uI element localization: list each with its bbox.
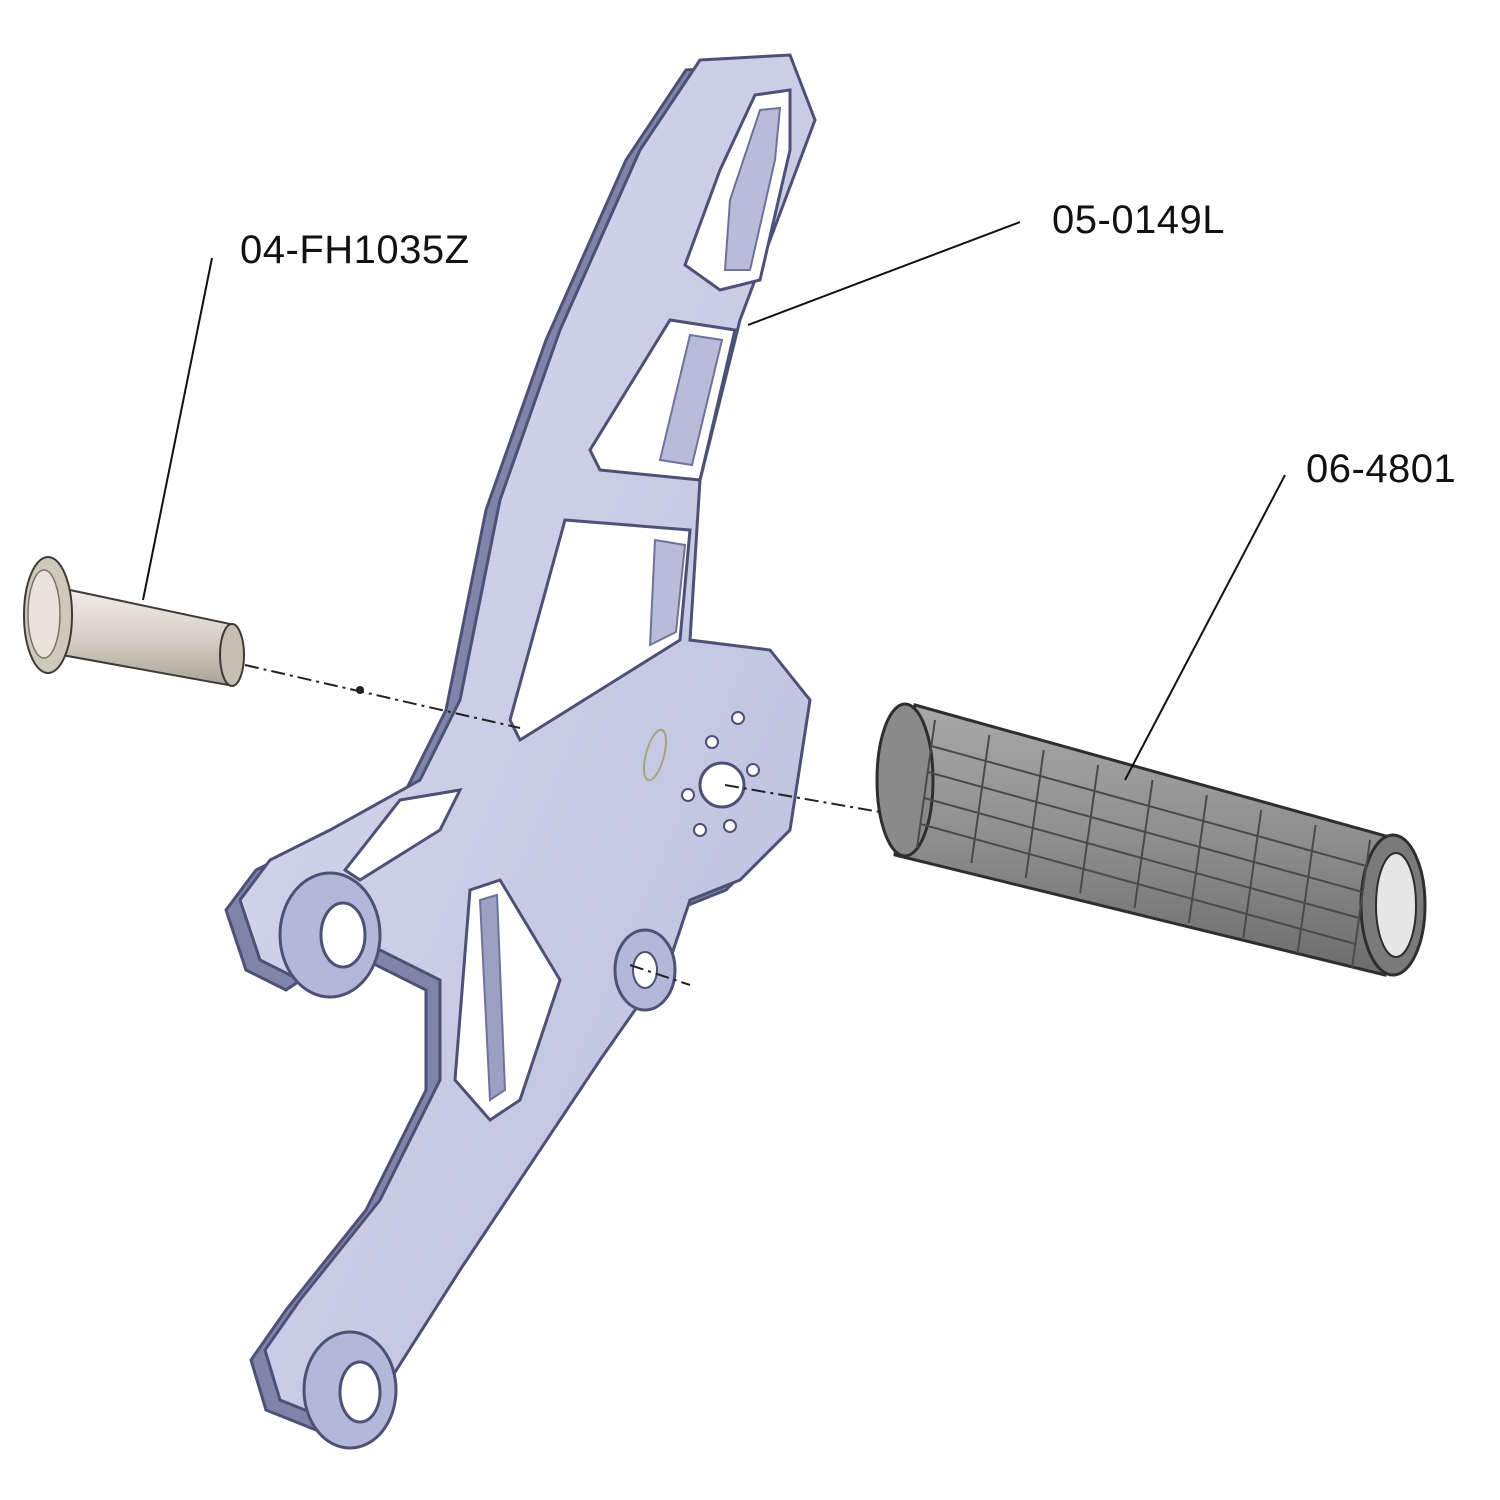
side-mount-hole [632,951,658,989]
pivot-bolt-hole [731,711,745,725]
knurl-axial-line [923,797,1360,919]
pivot-bolt-hole [705,735,719,749]
knurl-ring-line [970,734,991,864]
bracket-cutout-top-inner [723,106,782,271]
pivot-bolt-hole [723,819,737,833]
knurl-ring-line [1187,794,1208,924]
footpeg-part-number: 06-4801 [1306,447,1457,491]
knurl-ring-line [916,719,936,849]
knurl-axial-line [920,823,1356,945]
bracket-cutout-slot [342,788,463,882]
bolt-axis-line [244,664,521,729]
knurl-ring-line [1351,839,1371,969]
peg-knurling [916,719,1371,969]
bolt-shank-end [219,623,245,687]
bracket-cutout-lower [508,518,692,743]
bolt-leader-line [142,257,213,601]
lower-mount-hole [338,1360,382,1424]
bolt-part-number: 04-FH1035Z [240,228,470,272]
knurl-ring-line [1133,779,1154,909]
pivot-hole-center [698,761,746,809]
peg-inner-end [875,702,935,858]
bracket-part-number: 05-0149L [1052,198,1226,242]
assembly-center-lines [244,664,881,986]
bolt-head-face [27,569,61,659]
knurl-ring-line [1024,749,1045,879]
bracket-leader-line [747,221,1021,326]
logo-mark [643,728,667,782]
side-mount-axis-line [629,964,691,986]
bracket-cutout-middle-inner [658,333,724,467]
bracket-cutout-lower-inner [648,538,687,647]
axis-dot [356,686,364,694]
upper-mount-hole [319,901,367,969]
knurl-axial-line [927,771,1363,893]
knurl-axial-line [931,745,1367,867]
knurled-footpeg [875,702,1427,977]
leader-lines [142,221,1286,781]
knurl-ring-line [1296,824,1317,954]
bolt-shank [60,588,237,687]
pivot-bolt-hole [693,823,707,837]
peg-outer-bore [1375,852,1417,958]
peg-leader-line [1124,474,1286,781]
bracket-cutout-leg-inner [478,893,507,1102]
rearset-bracket [224,53,817,1450]
knurl-ring-line [1079,764,1100,894]
pivot-bolt-hole [681,788,695,802]
pivot-bolt-hole [746,763,760,777]
knurl-ring-line [1242,809,1263,939]
countersunk-bolt [23,556,245,687]
